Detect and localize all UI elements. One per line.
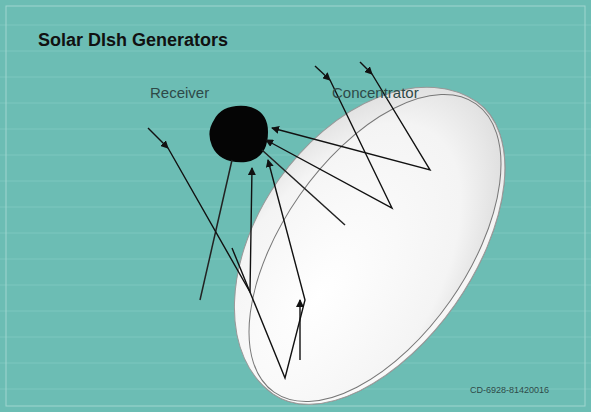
diagram-title: Solar DIsh Generators — [38, 30, 228, 51]
figure-code: CD-6928-81420016 — [470, 385, 549, 395]
part-label: Receiver — [150, 84, 209, 101]
part-label: Concentrator — [332, 84, 419, 101]
